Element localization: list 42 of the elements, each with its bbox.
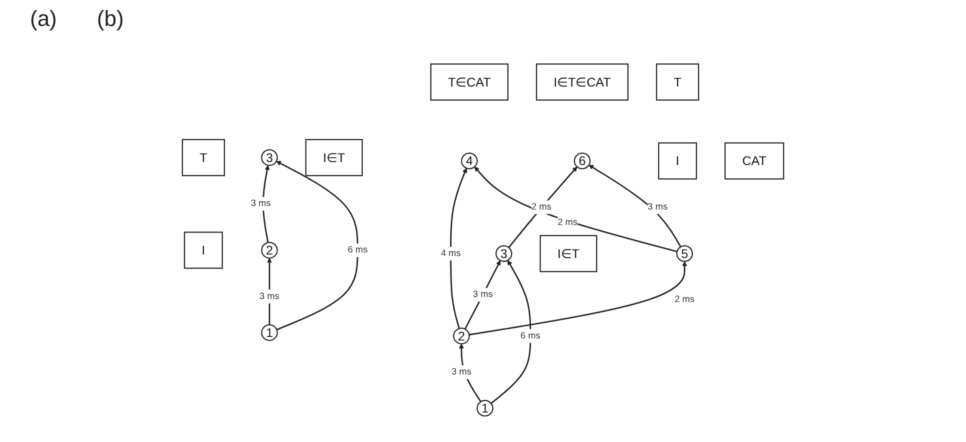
node-box: T — [656, 63, 700, 101]
node-circle: 1 — [476, 400, 494, 417]
panel-label: (b) — [96, 6, 124, 32]
node-box: CAT — [724, 142, 784, 180]
edge-label: 3 ms — [260, 291, 280, 302]
node-box: I∈T — [305, 139, 363, 176]
edge-label: 2 ms — [674, 294, 695, 304]
edge-label: 3 ms — [250, 198, 271, 208]
edge-label: 3 ms — [472, 290, 493, 300]
node-circle: 2 — [261, 242, 278, 259]
node-box: I∈T∈CAT — [536, 63, 629, 101]
node-box: T — [182, 139, 225, 176]
node-circle: 2 — [453, 328, 470, 344]
arrow — [276, 160, 358, 330]
arrow — [458, 344, 482, 402]
arrow — [588, 164, 682, 248]
node-circle: 6 — [574, 152, 591, 170]
arrow — [474, 166, 678, 252]
edge-label: 3 ms — [452, 366, 472, 377]
edge-label: 3 ms — [648, 202, 668, 212]
node-circle: 5 — [676, 245, 693, 262]
arrow — [266, 258, 272, 325]
arrow — [464, 260, 501, 330]
node-box: I — [184, 232, 223, 269]
node-box: I — [658, 142, 698, 180]
node-circle: 3 — [261, 149, 278, 166]
arrow — [450, 168, 468, 329]
node-circle: 4 — [461, 152, 478, 170]
panel-label: (a) — [30, 6, 57, 32]
arrow — [490, 260, 532, 404]
edge-label: 4 ms — [440, 248, 461, 258]
edge-label: 2 ms — [558, 217, 578, 228]
node-circle: 3 — [496, 245, 512, 262]
edge-label: 6 ms — [348, 245, 368, 255]
arrow — [262, 165, 270, 243]
edge-label: 2 ms — [532, 202, 552, 212]
edge-label: 6 ms — [520, 330, 540, 341]
arrow — [508, 166, 578, 248]
node-box: T∈CAT — [430, 63, 508, 101]
node-circle: 1 — [261, 324, 278, 341]
node-box: I∈T — [540, 235, 598, 272]
arrow — [469, 261, 688, 336]
